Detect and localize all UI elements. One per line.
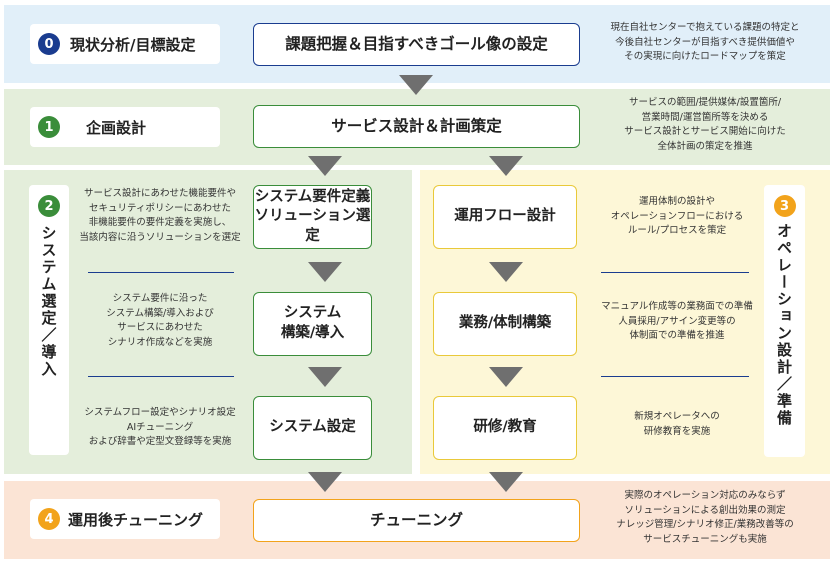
desc-line: 今後自社センターが目指すべき提供価値や	[615, 36, 795, 48]
phase3-label: 3 オペレーション設計／準備	[764, 185, 805, 457]
phase2-step2-box: システム 構築/導入	[253, 292, 372, 356]
phase3-step1-box: 運用フロー設計	[433, 185, 577, 249]
phase1-main-box: サービス設計＆計画策定	[253, 105, 580, 148]
arrow-down-icon	[308, 472, 342, 492]
phase4-title: 運用後チューニング	[68, 510, 204, 529]
phase3-step2-box: 業務/体制構築	[433, 292, 577, 356]
step-label-line: システム設定	[269, 419, 356, 436]
desc-line: AIチューニング	[126, 421, 194, 433]
phase1-desc: サービスの範囲/提供媒体/設置箇所/ 営業時間/運営箇所等を決める サービス設計…	[592, 96, 818, 155]
desc-line: 研修教育を実施	[643, 425, 711, 437]
desc-line: および辞書や定型文登録等を実施	[88, 436, 232, 448]
step-label-line: 研修/教育	[473, 419, 537, 436]
divider	[601, 272, 749, 273]
desc-line: 人員採用/アサイン変更等の	[618, 315, 736, 327]
step-label-line: システム要件定義	[254, 188, 371, 205]
phase0-desc: 現在自社センターで抱えている課題の特定と 今後自社センターが目指すべき提供価値や…	[592, 21, 818, 65]
phase1-number-badge: 1	[38, 116, 60, 138]
desc-line: 運用体制の設計や	[638, 196, 715, 207]
desc-line: 営業時間/運営箇所等を決める	[641, 111, 769, 123]
arrow-down-icon	[399, 75, 433, 95]
desc-line: サービスの範囲/提供媒体/設置箇所/	[628, 97, 782, 108]
desc-line: 新規オペレータへの	[634, 411, 720, 422]
phase0-number-badge: 0	[38, 33, 60, 55]
step-label-line: システム	[283, 305, 342, 322]
phase2-step1-desc: サービス設計にあわせた機能要件や セキュリティポリシーにあわせた 非機能要件の要…	[78, 187, 242, 246]
phase3-step3-desc: 新規オペレータへの 研修教育を実施	[594, 410, 760, 439]
step-label-line: 業務/体制構築	[458, 315, 552, 332]
desc-line: ルール/プロセスを策定	[627, 225, 727, 237]
desc-line: サービス設計にあわせた機能要件や	[83, 188, 236, 199]
desc-line: 全体計画の策定を推進	[657, 141, 753, 153]
phase4-number-badge: 4	[38, 508, 60, 530]
desc-line: サービス設計とサービス開始に向けた	[624, 126, 786, 138]
desc-line: システム要件に沿った	[112, 293, 208, 304]
phase0-main-label: 課題把握＆目指すべきゴール像の設定	[285, 35, 548, 54]
arrow-down-icon	[489, 156, 523, 176]
desc-line: マニュアル作成等の業務面での準備	[601, 301, 753, 312]
desc-line: サービスにあわせた	[117, 322, 203, 334]
phase4-main-box: チューニング	[253, 499, 580, 542]
phase1-title: 企画設計	[86, 118, 147, 137]
desc-line: オペレーションフローにおける	[610, 210, 744, 222]
arrow-down-icon	[489, 472, 523, 492]
phase3-step2-desc: マニュアル作成等の業務面での準備 人員採用/アサイン変更等の 体制面での準備を推…	[594, 300, 760, 344]
phase3-step1-desc: 運用体制の設計や オペレーションフローにおける ルール/プロセスを策定	[594, 195, 760, 239]
phase4-label: 4 運用後チューニング	[30, 499, 220, 539]
divider	[601, 376, 749, 377]
desc-line: ナレッジ管理/シナリオ修正/業務改善等の	[616, 519, 794, 531]
desc-line: 当該内容に沿うソリューションを選定	[79, 232, 241, 244]
phase0-label: 0 現状分析/目標設定	[30, 24, 220, 64]
arrow-down-icon	[308, 262, 342, 282]
phase2-step1-box: システム要件定義 ソリューション選定	[253, 185, 372, 249]
desc-line: ソリューションによる創出効果の測定	[624, 504, 786, 516]
desc-line: システムフロー設定やシナリオ設定	[84, 407, 236, 418]
phase4-desc: 実際のオペレーション対応のみならず ソリューションによる創出効果の測定 ナレッジ…	[592, 489, 818, 548]
arrow-down-icon	[308, 156, 342, 176]
arrow-down-icon	[489, 367, 523, 387]
phase2-title: システム選定／導入	[39, 225, 58, 378]
divider	[88, 272, 234, 273]
desc-line: その実現に向けたロードマップを策定	[624, 51, 786, 63]
step-label-line: 運用フロー設計	[454, 208, 556, 225]
phase2-number-badge: 2	[38, 195, 60, 217]
desc-line: 現在自社センターで抱えている課題の特定と	[610, 22, 800, 33]
phase2-step3-desc: システムフロー設定やシナリオ設定 AIチューニング および辞書や定型文登録等を実…	[78, 406, 242, 450]
desc-line: 体制面での準備を推進	[629, 330, 725, 342]
divider	[88, 376, 234, 377]
phase3-number-badge: 3	[773, 195, 796, 217]
desc-line: セキュリティポリシーにあわせた	[89, 202, 231, 214]
phase2-step3-box: システム設定	[253, 396, 372, 460]
step-label-line: 構築/導入	[280, 325, 345, 341]
phase2-label: 2 システム選定／導入	[29, 185, 69, 455]
phase1-main-label: サービス設計＆計画策定	[331, 117, 502, 136]
desc-line: 非機能要件の要件定義を実施し、	[88, 217, 232, 229]
phase0-main-box: 課題把握＆目指すべきゴール像の設定	[253, 23, 580, 66]
desc-line: 実際のオペレーション対応のみならず	[624, 490, 786, 501]
phase3-step3-box: 研修/教育	[433, 396, 577, 460]
phase2-step2-desc: システム要件に沿った システム構築/導入および サービスにあわせた シナリオ作成…	[78, 292, 242, 351]
phase0-title: 現状分析/目標設定	[70, 35, 196, 54]
step-label-line: ソリューション選定	[254, 208, 371, 244]
phase3-title: オペレーション設計／準備	[775, 223, 793, 427]
desc-line: シナリオ作成などを実施	[107, 337, 213, 349]
phase4-main-label: チューニング	[369, 511, 463, 530]
arrow-down-icon	[308, 367, 342, 387]
desc-line: システム構築/導入および	[106, 307, 214, 319]
desc-line: サービスチューニングも実施	[643, 534, 767, 546]
phase1-label: 1 企画設計	[30, 107, 220, 147]
arrow-down-icon	[489, 262, 523, 282]
